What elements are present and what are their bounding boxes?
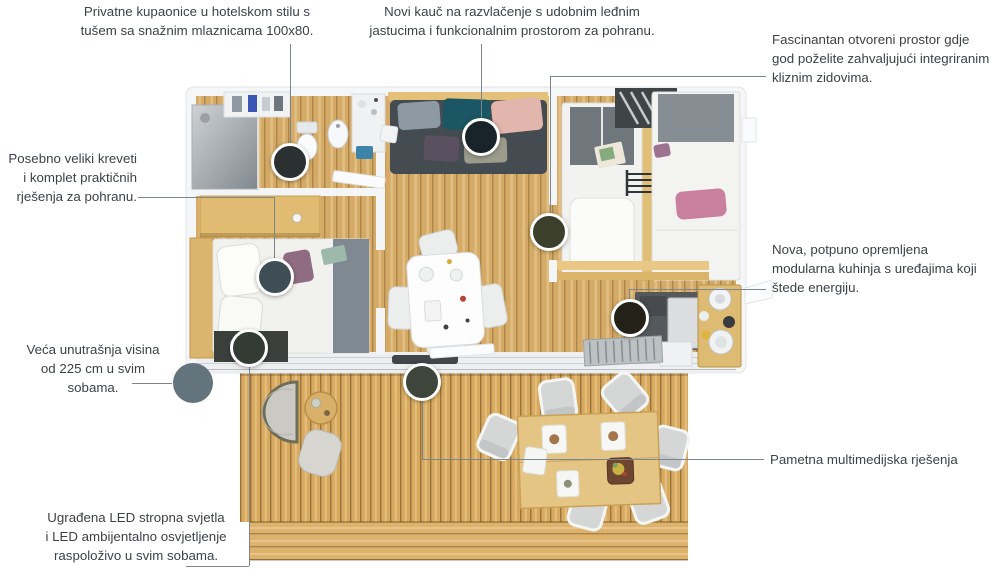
hotspot-kitchen-marker[interactable] — [611, 299, 649, 337]
callout-sofa: Novi kauč na razvlačenje s udobnim leđni… — [369, 4, 655, 38]
connector-kitchen-v — [629, 289, 630, 299]
master-bedroom — [189, 195, 370, 362]
callout-beds: Posebno veliki kreveti i komplet praktič… — [8, 151, 137, 204]
wardrobe — [199, 195, 321, 238]
bathroom — [191, 91, 386, 190]
connector-bathroom — [290, 44, 291, 143]
deck-steps — [249, 522, 688, 560]
callout-sliding-walls: Fascinantan otvoreni prostor gdje god po… — [772, 32, 990, 85]
sink — [327, 119, 349, 149]
indoor-dining-table — [387, 229, 508, 358]
hotspot-height-marker[interactable] — [173, 363, 213, 403]
connector-sofa — [481, 44, 482, 118]
connector-beds-v — [274, 197, 275, 258]
egg-chair — [262, 380, 299, 444]
kids-bedroom — [561, 88, 741, 281]
connector-sliding-v — [550, 76, 551, 213]
connector-beds-h — [138, 197, 274, 198]
hotspot-sofa-marker[interactable] — [462, 118, 500, 156]
callout-led: Ugrađena LED stropna svjetla i LED ambij… — [45, 510, 227, 563]
callout-height: Veća unutrašnja visina od 225 cm u svim … — [26, 342, 160, 395]
connector-sliding-h — [550, 76, 766, 77]
kitchen — [557, 261, 742, 368]
door-mat — [582, 335, 664, 367]
hotspot-multimedia-marker[interactable] — [403, 363, 441, 401]
connector-kitchen-h — [629, 289, 766, 290]
connector-height — [132, 383, 172, 384]
toilet — [296, 121, 318, 134]
pouf — [298, 429, 342, 477]
connector-multimedia-h — [422, 459, 764, 460]
callout-kitchen: Nova, potpuno opremljena modularna kuhin… — [772, 242, 977, 295]
hotspot-led-marker[interactable] — [230, 329, 268, 367]
living-room — [379, 92, 548, 364]
callout-multimedia: Pametna multimedijska rješenja — [770, 452, 958, 467]
deck-furniture — [261, 368, 692, 534]
hotspot-bathroom-marker[interactable] — [271, 143, 309, 181]
hotspot-bed-marker[interactable] — [256, 258, 294, 296]
side-table — [304, 391, 338, 425]
vanity — [351, 93, 386, 153]
callout-bathroom: Privatne kupaonice u hotelskom stilu s t… — [80, 4, 314, 38]
connector-led-v — [249, 367, 250, 566]
hotspot-sliding-wall-marker[interactable] — [530, 213, 568, 251]
connector-multimedia-v — [422, 401, 423, 459]
connector-led-h — [186, 566, 249, 567]
